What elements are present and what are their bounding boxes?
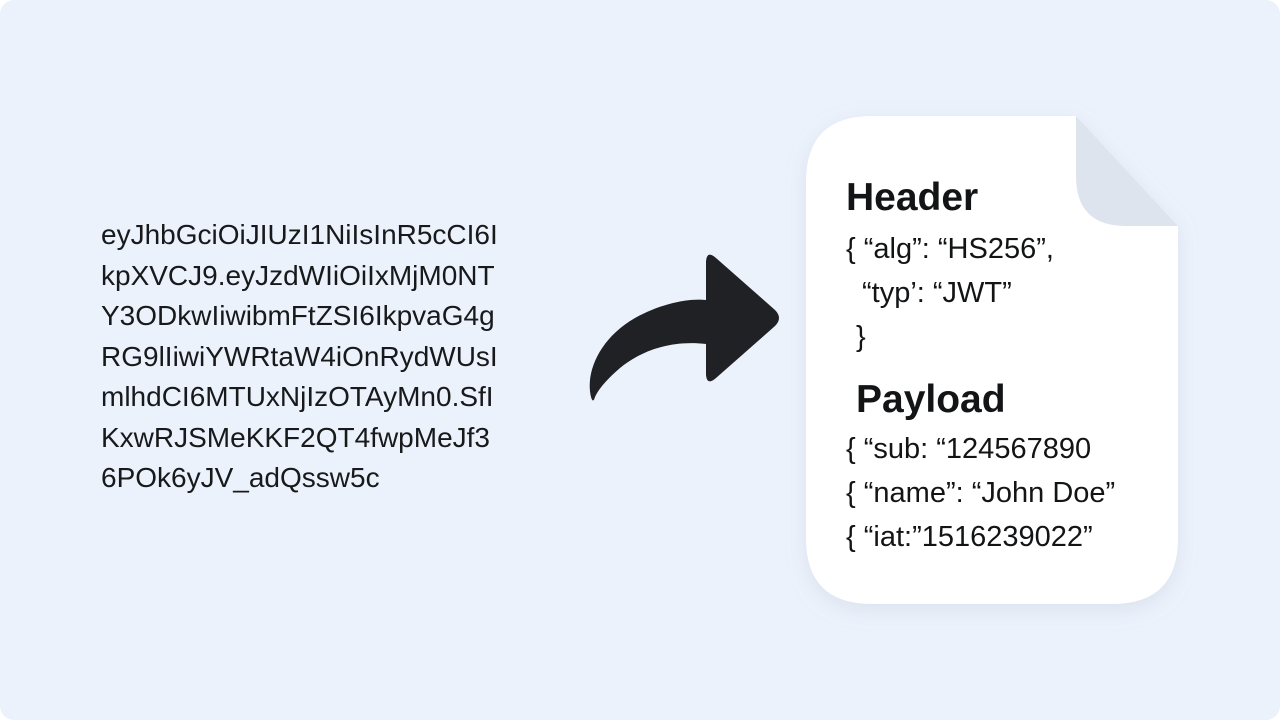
token-line: eyJhbGciOiJIUzI1NiIsInR5cCI6I: [101, 219, 498, 250]
decoded-document: Header { “alg”: “HS256”, “typ’: “JWT” } …: [806, 116, 1178, 604]
header-line: { “alg”: “HS256”,: [846, 233, 1054, 265]
header-line: }: [856, 321, 866, 353]
document-fold: [1076, 116, 1178, 226]
payload-line: { “sub: “124567890: [846, 433, 1092, 465]
document-sheet: [806, 116, 1178, 604]
document-icon: [806, 116, 1178, 604]
token-line: Y3ODkwIiwibmFtZSI6IkpvaG4g: [101, 300, 495, 331]
arrow-shape: [589, 254, 779, 401]
encoded-jwt-token: eyJhbGciOiJIUzI1NiIsInR5cCI6I kpXVCJ9.ey…: [101, 215, 571, 499]
curved-arrow-right-icon: [580, 245, 790, 410]
token-line: RG9lIiwiYWRtaW4iOnRydWUsI: [101, 340, 498, 372]
token-line: mlhdCI6MTUxNjIzOTAyMn0.SfI: [101, 381, 494, 412]
token-line: 6POk6yJV_adQssw5c: [101, 462, 380, 493]
token-line: KxwRJSMeKKF2QT4fwpMeJf3: [101, 421, 490, 453]
document-content: Header { “alg”: “HS256”, “typ’: “JWT” } …: [806, 116, 1178, 604]
payload-line: { “name”: “John Doe”: [846, 477, 1116, 509]
header-line: “typ’: “JWT”: [862, 277, 1012, 309]
token-line: kpXVCJ9.eyJzdWIiOiIxMjM0NT: [101, 259, 495, 291]
payload-title: Payload: [856, 378, 1006, 421]
header-title: Header: [846, 176, 979, 219]
payload-line: { “iat:”1516239022”: [846, 521, 1093, 553]
